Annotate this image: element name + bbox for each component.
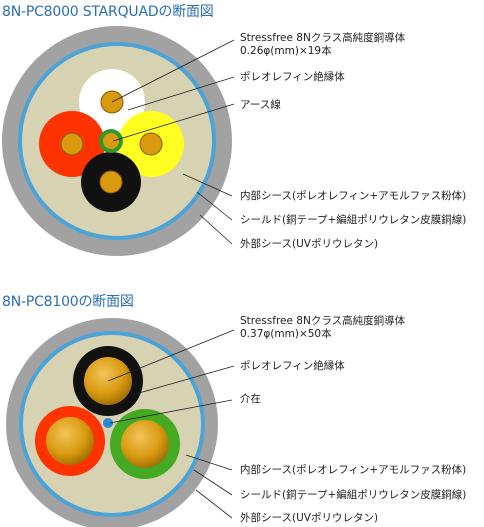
label-inner-sheath-1: 内部シース(ポレオレフィン+アモルファス粉体) <box>240 189 466 202</box>
leader-shield-1 <box>196 191 233 221</box>
label-insulation-1: ポレオレフィン絶縁体 <box>240 70 345 83</box>
section-title-pc8100: 8N-PC8100の断面図 <box>2 294 134 310</box>
filler-2 <box>103 418 113 428</box>
label-conductor-1: Stressfree 8Nクラス高純度銅導体 <box>240 31 406 44</box>
label-inner-sheath-2: 内部シース(ポレオレフィン+アモルファス粉体) <box>240 463 466 476</box>
leader-conductor-1 <box>111 39 235 103</box>
label-conductor-spec-2: 0.37φ(mm)×50本 <box>240 327 332 340</box>
conductor-red-2 <box>46 417 94 465</box>
leader-filler-2 <box>109 399 233 424</box>
conductor-yellow <box>139 132 163 156</box>
cable-pc8000: Stressfree 8Nクラス高純度銅導体 0.26φ(mm)×19本 ポレオ… <box>2 26 466 256</box>
label-conductor-spec-1: 0.26φ(mm)×19本 <box>240 44 332 57</box>
label-outer-sheath-1: 外部シース(UVポリウレタン) <box>240 237 378 250</box>
leader-outer-sheath-1 <box>199 214 233 245</box>
label-outer-sheath-2: 外部シース(UVポリウレタン) <box>240 511 378 524</box>
leader-inner-sheath-2 <box>185 454 233 471</box>
section-title-pc8000: 8N-PC8000 STARQUADの断面図 <box>2 4 214 20</box>
label-earth-1: アース線 <box>240 98 281 111</box>
core-red-2 <box>35 406 105 476</box>
leader-insulation-2 <box>131 365 235 396</box>
leader-insulation-1 <box>127 76 235 111</box>
label-insulation-2: ポレオレフィン絶縁体 <box>240 359 345 372</box>
cable-pc8100: Stressfree 8Nクラス高純度銅導体 0.37φ(mm)×50本 ポレオ… <box>6 314 466 527</box>
core-red <box>39 111 105 177</box>
leader-shield-2 <box>193 469 233 496</box>
core-green-2 <box>110 409 180 479</box>
earth-wire <box>99 129 123 153</box>
label-filler-2: 介在 <box>240 393 261 405</box>
label-shield-1: シールド(銅テープ+編組ポリウレタン皮膜銅線) <box>240 213 466 226</box>
leader-conductor-2 <box>107 329 235 382</box>
core-yellow <box>118 111 184 177</box>
leader-earth-1 <box>112 103 235 142</box>
conductor-red <box>60 132 84 156</box>
leader-outer-sheath-2 <box>195 489 233 519</box>
conductor-black <box>99 170 123 194</box>
earth-conductor <box>103 133 119 149</box>
conductor-green-2 <box>121 420 169 468</box>
leader-inner-sheath-1 <box>182 173 233 197</box>
label-shield-2: シールド(銅テープ+編組ポリウレタン皮膜銅線) <box>240 488 466 501</box>
core-black <box>81 152 141 212</box>
label-conductor-2: Stressfree 8Nクラス高純度銅導体 <box>240 314 406 327</box>
